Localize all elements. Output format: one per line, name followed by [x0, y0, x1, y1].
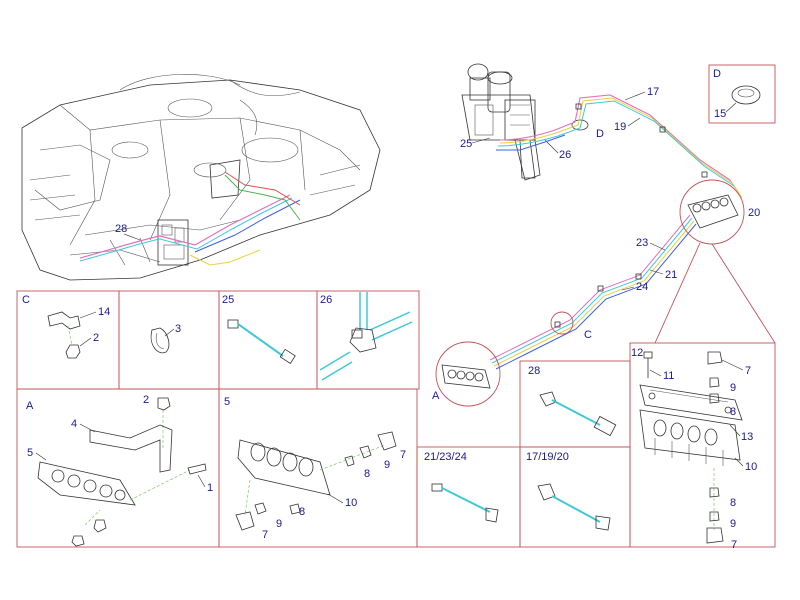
part-4: 4 — [71, 418, 77, 430]
panel-28: 28 — [519, 360, 631, 448]
panel-C-title: C — [22, 294, 30, 306]
part-10: 10 — [345, 497, 357, 509]
callout-26: 26 — [559, 149, 571, 161]
callout-24: 24 — [636, 281, 648, 293]
panel-17-19-20: 17/19/20 — [519, 446, 631, 548]
panel-A-title: A — [26, 400, 34, 412]
panel-3: 3 — [118, 290, 220, 390]
distribution-block-A — [441, 364, 491, 389]
callout-21: 21 — [665, 269, 677, 281]
panel-C: C 14 2 — [16, 290, 120, 390]
callout-17: 17 — [647, 86, 659, 98]
part-9-5b: 9 — [276, 518, 282, 530]
panel-5: 5 8 9 7 10 8 9 7 — [218, 388, 418, 548]
pipe-routing-drawing: 25 26 D 17 19 20 23 21 24 — [432, 63, 776, 407]
callout-20: 20 — [748, 207, 760, 219]
part-3: 3 — [175, 323, 181, 335]
part-12: 12 — [631, 347, 643, 359]
panel-26-title: 26 — [320, 294, 332, 306]
callout-28: 28 — [115, 223, 127, 235]
part-8-5b: 8 — [299, 506, 305, 518]
part-9-da: 9 — [730, 382, 736, 394]
callout-D: D — [596, 128, 604, 140]
part-7-db: 7 — [731, 539, 737, 551]
part-13: 13 — [741, 431, 753, 443]
part-5-A: 5 — [27, 447, 33, 459]
callout-A: A — [432, 390, 440, 402]
callout-19: 19 — [614, 121, 626, 133]
panel-A: A 2 4 5 1 — [16, 388, 220, 548]
panel-17-19-20-title: 17/19/20 — [526, 451, 569, 463]
part-7-5b: 7 — [262, 529, 268, 541]
panel-5-title: 5 — [224, 396, 230, 408]
panel-D: D 15 — [708, 64, 776, 124]
panel-25: 25 — [218, 290, 318, 390]
part-8-db: 8 — [730, 497, 736, 509]
part-8-5a: 8 — [364, 468, 370, 480]
panel-detail: 12 11 7 9 8 13 10 8 9 7 — [629, 342, 776, 551]
panel-D-title: D — [713, 68, 721, 80]
panel-21-23-24-title: 21/23/24 — [424, 451, 467, 463]
part-2-A: 2 — [143, 394, 149, 406]
callout-23: 23 — [636, 237, 648, 249]
panel-25-title: 25 — [222, 294, 234, 306]
part-7-5a: 7 — [400, 449, 406, 461]
part-1: 1 — [207, 482, 213, 494]
part-7-da: 7 — [745, 365, 751, 377]
master-cylinder — [461, 63, 541, 181]
panel-21-23-24: 21/23/24 — [416, 446, 521, 548]
part-11: 11 — [663, 370, 674, 382]
panel-26: 26 — [316, 290, 420, 390]
distribution-block-top — [687, 194, 739, 229]
part-9-db: 9 — [730, 518, 736, 530]
part-10-d: 10 — [745, 461, 757, 473]
callout-25: 25 — [460, 138, 472, 150]
part-15: 15 — [714, 108, 726, 120]
part-2: 2 — [93, 332, 99, 344]
part-8-da: 8 — [730, 406, 736, 418]
part-9-5a: 9 — [384, 459, 390, 471]
panel-28-title: 28 — [528, 365, 540, 377]
part-14: 14 — [98, 306, 110, 318]
vehicle-underbody-drawing: 28 — [21, 74, 381, 281]
callout-C: C — [584, 329, 592, 341]
